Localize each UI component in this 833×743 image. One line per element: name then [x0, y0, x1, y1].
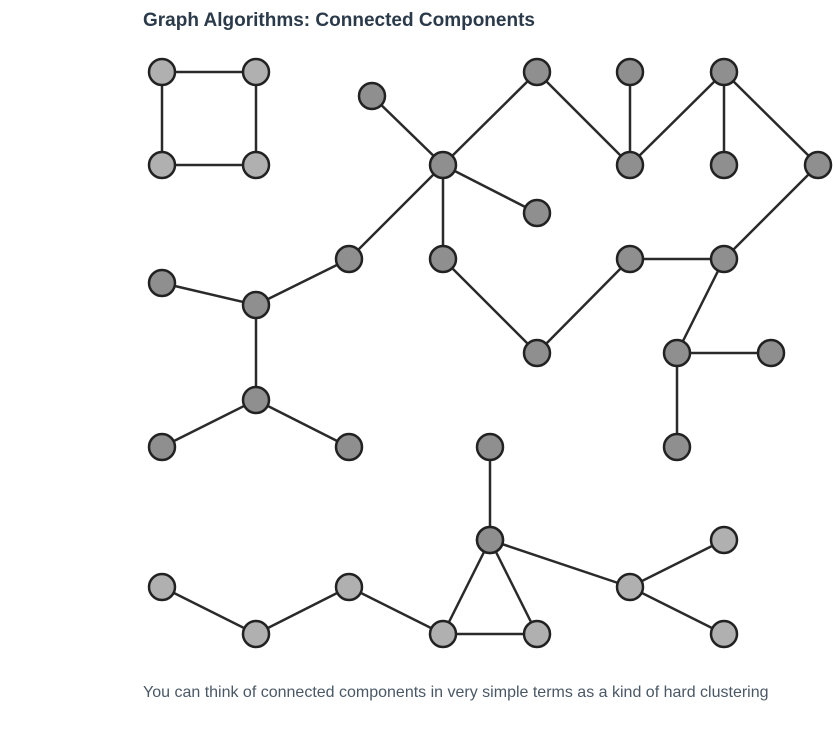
graph-edge-bottom	[161, 585, 257, 636]
graph-node-bottom	[522, 619, 552, 649]
graph-edge-large	[161, 398, 257, 449]
graph-edge-large	[723, 71, 819, 166]
nodes-layer	[147, 57, 833, 649]
graph-node-large	[522, 57, 552, 87]
graph-edge-large	[536, 258, 631, 354]
graph-node-large	[615, 244, 645, 274]
graph-node-large	[615, 150, 645, 180]
graph-node-large	[241, 290, 271, 320]
graph-node-bottom-center	[475, 432, 505, 462]
graph-node-large	[147, 268, 177, 298]
graph-node-bottom	[147, 572, 177, 602]
graph-edge-large	[255, 398, 350, 449]
graph-edge-bottom	[629, 538, 725, 589]
graph-node-square	[241, 150, 271, 180]
graph-edge-bottom	[629, 585, 725, 636]
graph-node-large	[428, 244, 458, 274]
graph-edge-large	[723, 164, 819, 260]
graph-node-large	[334, 244, 364, 274]
graph-node-large	[428, 150, 458, 180]
graph-edge-large	[442, 258, 538, 354]
graph-node-bottom	[615, 572, 645, 602]
graph-node-large	[241, 385, 271, 415]
graph-edge-large	[442, 163, 538, 215]
edges-layer	[160, 70, 819, 636]
graph-node-large	[803, 150, 833, 180]
graph-edge-large	[161, 281, 257, 307]
page-title: Graph Algorithms: Connected Components	[143, 10, 535, 31]
graph-node-large	[662, 338, 692, 368]
graph-edge-bottom	[441, 539, 492, 635]
graph-edge-large	[348, 164, 444, 260]
graph-node-square	[147, 57, 177, 87]
graph-node-large	[334, 432, 364, 462]
graph-node-bottom	[709, 619, 739, 649]
graph-node-large	[615, 57, 645, 87]
caption: You can think of connected components in…	[143, 684, 769, 701]
graph-edge-large	[442, 71, 538, 166]
graph-node-large	[709, 57, 739, 87]
graph-edge-bottom	[488, 539, 539, 635]
graph-node-large	[522, 338, 552, 368]
graph-edge-bottom	[255, 585, 350, 636]
graph-edge-large	[629, 71, 725, 166]
graph-node-bottom-center	[475, 525, 505, 555]
graph-node-bottom	[334, 572, 364, 602]
graph-node-large	[522, 198, 552, 228]
graph-node-large	[662, 432, 692, 462]
graph-node-large	[756, 338, 786, 368]
graph-edge-large	[536, 71, 631, 166]
graph-edge-large	[255, 257, 350, 307]
graph-node-large	[357, 81, 387, 111]
graph-node-large	[147, 432, 177, 462]
graph-node-square	[147, 150, 177, 180]
graph-node-bottom	[428, 619, 458, 649]
graph-node-large	[709, 150, 739, 180]
graph-node-bottom	[241, 619, 271, 649]
graph-node-large	[709, 244, 739, 274]
graph-node-square	[241, 57, 271, 87]
graph-edge-large	[675, 258, 726, 354]
graph-edge-bottom	[348, 585, 444, 636]
graph-edge-bottom	[489, 538, 631, 589]
graph-edge-large	[371, 95, 444, 166]
graph-node-bottom	[709, 525, 739, 555]
